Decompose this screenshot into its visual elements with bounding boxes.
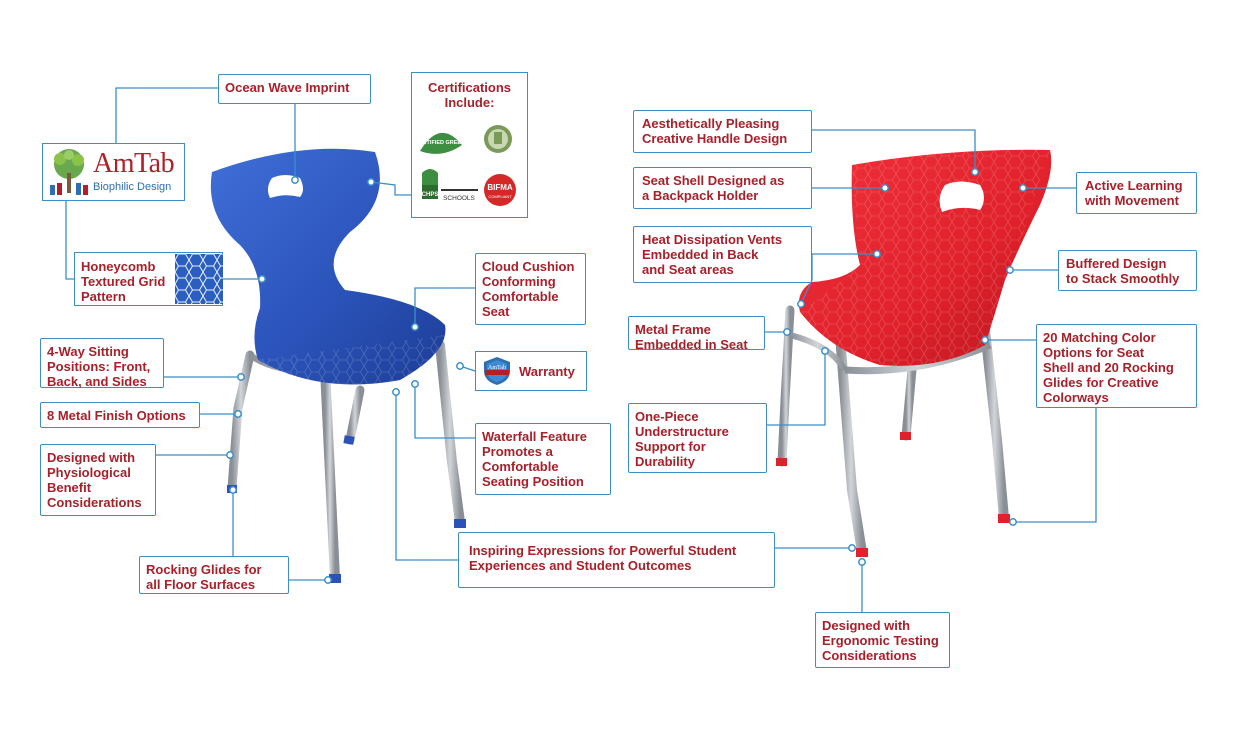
certified-green-text: CERTIFIED GREEN [415,140,465,146]
callout-one-piece-text: One-Piece Understructure Support for Dur… [635,409,729,469]
callout-buffered-text: Buffered Design to Stack Smoothly [1066,256,1180,286]
warranty-badge-text: AmTab [488,365,506,371]
honeycomb-label: Honeycomb Textured Grid Pattern [81,259,166,304]
callout-metal-frame: Metal Frame Embedded in Seat [628,316,765,352]
callout-ergonomic: Designed with Ergonomic Testing Consider… [815,612,950,668]
callout-backpack: Seat Shell Designed as a Backpack Holder [633,167,812,209]
schools-text: SCHOOLS [443,195,475,202]
callout-metal-finish: 8 Metal Finish Options [40,402,200,428]
red-chair [776,149,1052,557]
bifma-logo: BIFMA COMPLIANT [484,174,516,206]
callout-physiological: Designed with Physiological Benefit Cons… [40,444,156,516]
blue-chair-front-leg-left [227,350,255,493]
callout-active-learning: Active Learning with Movement [1076,172,1197,214]
honeycomb-swatch-icon [175,254,223,304]
warranty-badge-icon: AmTab [484,357,510,385]
callout-metal-frame-text: Metal Frame Embedded in Seat [635,322,748,352]
bifma-text: BIFMA [487,183,513,192]
red-chair-front-leg-mid [835,330,867,557]
callout-handle-text: Aesthetically Pleasing Creative Handle D… [642,116,788,146]
callout-waterfall: Waterfall Feature Promotes a Comfortable… [475,423,611,495]
warranty-callout: AmTab Warranty [475,351,587,391]
callout-backpack-text: Seat Shell Designed as a Backpack Holder [642,173,785,203]
honeycomb-callout: Honeycomb Textured Grid Pattern [74,252,223,306]
red-chair-front-leg-right [980,325,1009,523]
usgbc-logo [484,125,512,153]
anchor-dots [226,168,1027,584]
tree-icon [50,149,88,195]
certified-green-logo: CERTIFIED GREEN [415,132,465,154]
callout-inspiring: Inspiring Expressions for Powerful Stude… [458,532,775,588]
certification-logos: CERTIFIED GREEN CHPS SCHOOLS BIFMA COMPL… [415,125,516,206]
amtab-logo: AmTab Biophilic Design [42,143,185,201]
callout-ocean-wave: Ocean Wave Imprint [218,74,371,104]
certifications-title: Certifications Include: [427,80,512,110]
callout-ergonomic-text: Designed with Ergonomic Testing Consider… [822,618,939,663]
blue-chair-back-leg [345,385,365,445]
logo-wordmark: AmTab [93,148,175,179]
blue-chair-front-leg-mid [320,365,340,583]
callout-metal-finish-text: 8 Metal Finish Options [47,408,186,423]
blue-chair-shell [210,148,446,385]
callout-color-options-text: 20 Matching Color Options for Seat Shell… [1043,330,1174,405]
callout-waterfall-text: Waterfall Feature Promotes a Comfortable… [482,429,587,489]
logo-tagline: Biophilic Design [93,181,172,193]
callout-buffered: Buffered Design to Stack Smoothly [1058,250,1197,291]
red-chair-back-leg [901,365,917,441]
chps-logo: CHPS SCHOOLS [422,169,478,202]
leader-lines [65,87,1097,615]
red-chair-front-leg-left [777,305,795,467]
callout-cloud-cushion-text: Cloud Cushion Conforming Comfortable Sea… [482,259,575,319]
callout-color-options: 20 Matching Color Options for Seat Shell… [1036,324,1197,408]
callout-cloud-cushion: Cloud Cushion Conforming Comfortable Sea… [475,253,586,325]
callout-active-learning-text: Active Learning with Movement [1085,178,1183,208]
warranty-label: Warranty [519,364,575,379]
callout-handle: Aesthetically Pleasing Creative Handle D… [633,110,812,153]
blue-chair-front-leg-right [435,340,465,527]
bifma-compliant-text: COMPLIANT [488,194,512,199]
callout-rocking-glides: Rocking Glides for all Floor Surfaces [139,556,289,594]
callout-four-way: 4-Way Sitting Positions: Front, Back, an… [40,338,164,389]
chps-text: CHPS [422,192,439,198]
red-chair-handle [939,181,984,212]
callout-ocean-wave-text: Ocean Wave Imprint [225,80,350,95]
callout-heat-vents: Heat Dissipation Vents Embedded in Back … [633,226,812,283]
callout-inspiring-text: Inspiring Expressions for Powerful Stude… [469,543,737,573]
certifications-panel: Certifications Include: CERTIFIED GREEN … [411,72,528,218]
callout-one-piece: One-Piece Understructure Support for Dur… [628,403,767,473]
callout-rocking-glides-text: Rocking Glides for all Floor Surfaces [146,562,262,592]
callout-heat-vents-text: Heat Dissipation Vents Embedded in Back … [642,232,783,277]
callout-physiological-text: Designed with Physiological Benefit Cons… [47,450,142,510]
callout-four-way-text: 4-Way Sitting Positions: Front, Back, an… [47,344,151,389]
